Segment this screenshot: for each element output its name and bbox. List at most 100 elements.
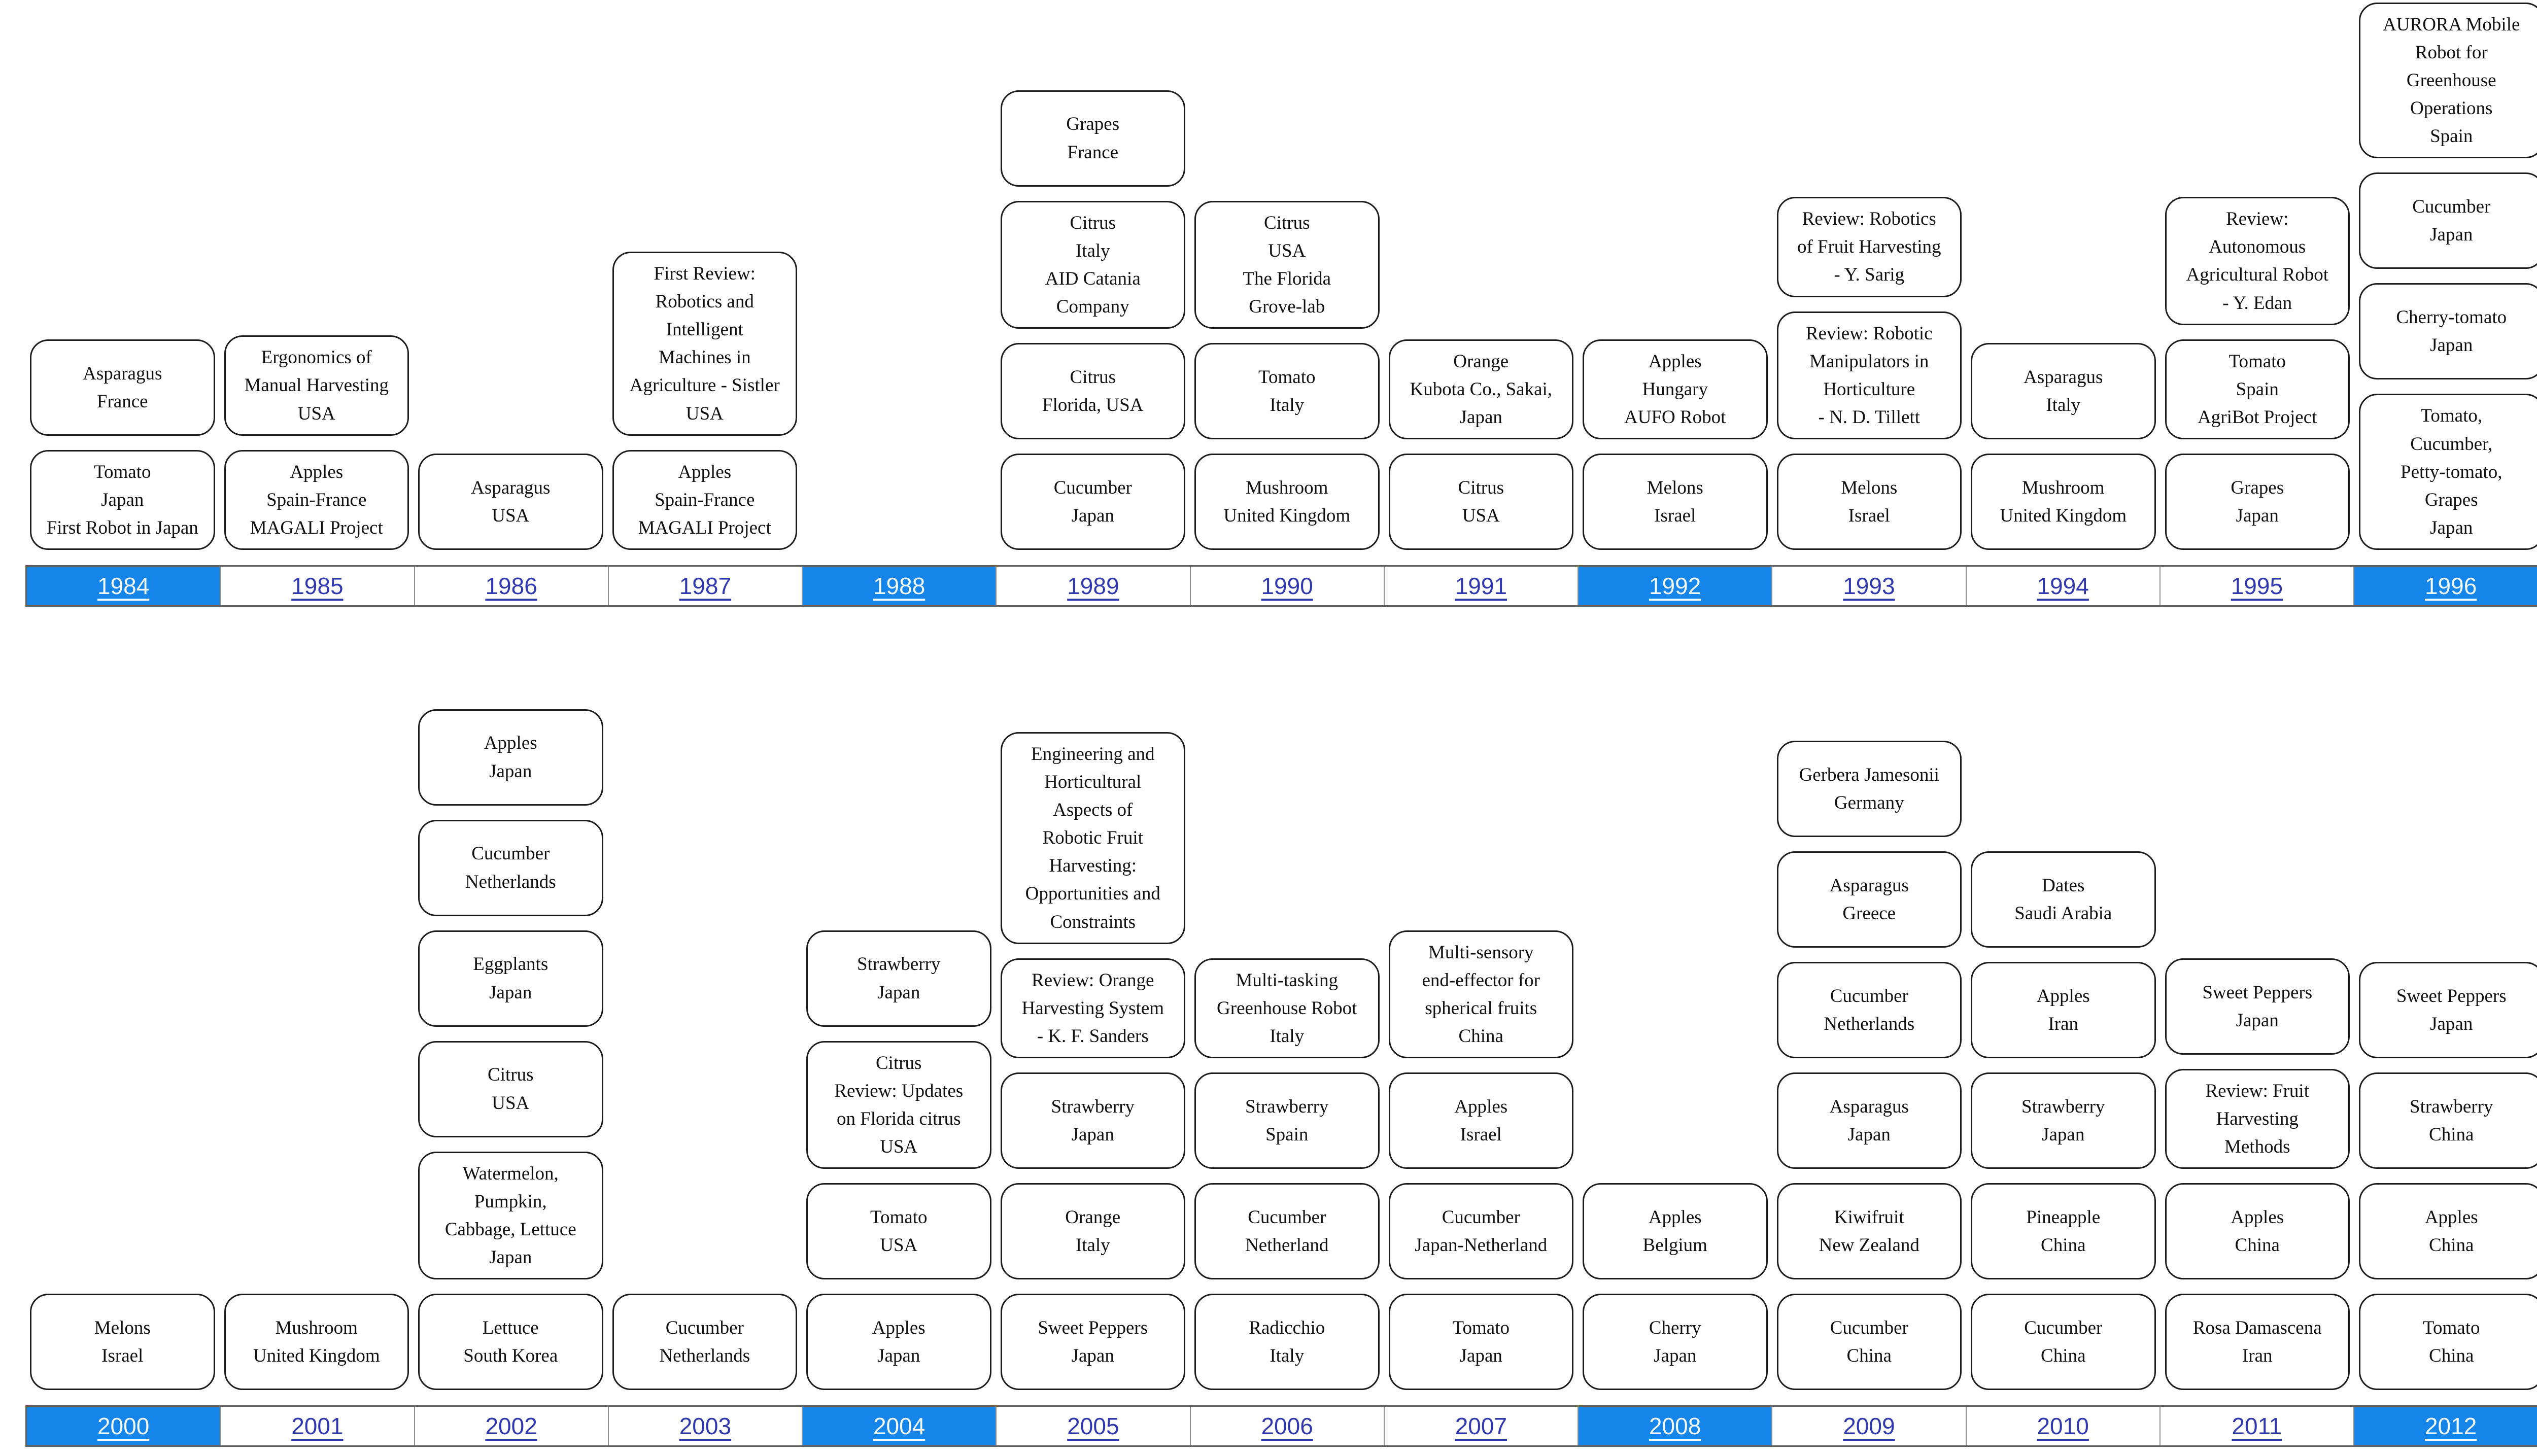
year-cell-2001[interactable]: 2001 xyxy=(220,1407,414,1445)
event-box: Tomato China xyxy=(2359,1294,2537,1390)
year-bar-bottom: 2000 2001 2002 2003 2004 2005 2006 2007 2008 2009… xyxy=(25,1405,2537,1447)
year-cell-2009[interactable]: 2009 xyxy=(1771,1407,1966,1445)
event-box: Tomato Italy xyxy=(1194,343,1380,439)
year-label: 2004 xyxy=(873,1413,925,1439)
event-box: Asparagus France xyxy=(30,339,215,436)
year-cell-1988[interactable]: 1988 xyxy=(802,567,996,605)
event-box: Pineapple China xyxy=(1971,1183,2156,1279)
event-box: Strawberry Japan xyxy=(1000,1072,1185,1169)
event-box: Radicchio Italy xyxy=(1194,1294,1380,1390)
year-cell-2010[interactable]: 2010 xyxy=(1965,1407,2159,1445)
year-column-2003: Cucumber Netherlands xyxy=(608,607,802,1405)
year-cell-1991[interactable]: 1991 xyxy=(1383,567,1578,605)
event-box: Citrus Florida, USA xyxy=(1000,343,1185,439)
year-label: 1985 xyxy=(291,573,344,599)
year-cell-1989[interactable]: 1989 xyxy=(996,567,1190,605)
event-box: Cucumber Netherlands xyxy=(1776,962,1962,1058)
year-cell-1987[interactable]: 1987 xyxy=(607,567,802,605)
year-label: 2000 xyxy=(97,1413,150,1439)
year-label: 2007 xyxy=(1455,1413,1507,1439)
event-box: Citrus USA xyxy=(1388,454,1573,550)
event-box: AURORA Mobile Robot for Greenhouse Opera… xyxy=(2359,2,2537,159)
year-label: 2001 xyxy=(291,1413,344,1439)
year-cell-2006[interactable]: 2006 xyxy=(1189,1407,1384,1445)
year-label: 2010 xyxy=(2037,1413,2089,1439)
year-cell-1994[interactable]: 1994 xyxy=(1965,567,2159,605)
year-cell-2008[interactable]: 2008 xyxy=(1578,1407,1772,1445)
event-box: Strawberry Japan xyxy=(1971,1072,2156,1169)
year-cell-2005[interactable]: 2005 xyxy=(996,1407,1190,1445)
event-box: Rosa Damascena Iran xyxy=(2165,1294,2350,1390)
year-cell-2004[interactable]: 2004 xyxy=(802,1407,996,1445)
event-box: Asparagus Italy xyxy=(1971,343,2156,439)
event-box: Asparagus USA xyxy=(418,454,603,550)
event-box: Cucumber Netherlands xyxy=(612,1294,797,1390)
year-label: 1984 xyxy=(97,573,150,599)
year-label: 1988 xyxy=(873,573,925,599)
event-box: Tomato Japan First Robot in Japan xyxy=(30,449,215,550)
event-box: Review: Robotics of Fruit Harvesting - Y… xyxy=(1776,197,1962,297)
year-cell-1985[interactable]: 1985 xyxy=(220,567,414,605)
event-box: Review: Autonomous Agricultural Robot - … xyxy=(2165,197,2350,325)
year-cell-2002[interactable]: 2002 xyxy=(414,1407,608,1445)
year-cell-2003[interactable]: 2003 xyxy=(607,1407,802,1445)
event-box: Apples Spain-France MAGALI Project xyxy=(612,449,797,550)
year-cell-1984[interactable]: 1984 xyxy=(27,567,220,605)
event-box: Cucumber China xyxy=(1776,1294,1962,1390)
event-box: Strawberry Japan xyxy=(806,930,991,1027)
year-label: 2002 xyxy=(485,1413,537,1439)
event-box: Orange Kubota Co., Sakai, Japan xyxy=(1388,339,1573,439)
event-box: Apples Japan xyxy=(806,1294,991,1390)
event-box: Gerbera Jamesonii Germany xyxy=(1776,741,1962,837)
event-box: Sweet Peppers Japan xyxy=(2165,958,2350,1055)
year-cell-1986[interactable]: 1986 xyxy=(414,567,608,605)
year-cell-2007[interactable]: 2007 xyxy=(1383,1407,1578,1445)
year-cell-1992[interactable]: 1992 xyxy=(1578,567,1772,605)
event-box: Multi-sensory end-effector for spherical… xyxy=(1388,930,1573,1058)
year-cell-1995[interactable]: 1995 xyxy=(2159,567,2353,605)
event-box: Cucumber China xyxy=(1971,1294,2156,1390)
year-cell-2011[interactable]: 2011 xyxy=(2159,1407,2353,1445)
year-cell-2000[interactable]: 2000 xyxy=(27,1407,220,1445)
year-cell-1996[interactable]: 1996 xyxy=(2353,567,2537,605)
event-box: Grapes France xyxy=(1000,90,1185,187)
event-box: Apples Japan xyxy=(418,709,603,806)
event-box: Kiwifruit New Zealand xyxy=(1776,1183,1962,1279)
year-column-1987: First Review: Robotics and Intelligent M… xyxy=(608,0,802,565)
year-label: 2011 xyxy=(2232,1413,2282,1439)
event-box: First Review: Robotics and Intelligent M… xyxy=(612,251,797,436)
event-box: Mushroom United Kingdom xyxy=(224,1294,409,1390)
event-box: Tomato, Cucumber, Petty-tomato, Grapes J… xyxy=(2359,394,2537,550)
event-box: Grapes Japan xyxy=(2165,454,2350,550)
year-cell-1990[interactable]: 1990 xyxy=(1189,567,1384,605)
event-box: Melons Israel xyxy=(30,1294,215,1390)
event-box: Apples China xyxy=(2165,1183,2350,1279)
event-box: Engineering and Horticultural Aspects of… xyxy=(1000,732,1185,944)
event-box: Review: Orange Harvesting System - K. F.… xyxy=(1000,958,1185,1058)
event-box: Sweet Peppers Japan xyxy=(2359,962,2537,1058)
year-label: 1995 xyxy=(2231,573,2283,599)
event-box: Apples Belgium xyxy=(1583,1183,1768,1279)
year-cell-2012[interactable]: 2012 xyxy=(2353,1407,2537,1445)
year-label: 2005 xyxy=(1067,1413,1119,1439)
year-label: 2008 xyxy=(1649,1413,1701,1439)
event-box: Apples Iran xyxy=(1971,962,2156,1058)
year-label: 1990 xyxy=(1261,573,1313,599)
bottom-margin xyxy=(0,1447,2537,1456)
event-box: Apples Israel xyxy=(1388,1072,1573,1169)
event-box: Strawberry China xyxy=(2359,1072,2537,1169)
event-box: Apples Spain-France MAGALI Project xyxy=(224,449,409,550)
event-box: Review: Fruit Harvesting Methods xyxy=(2165,1068,2350,1169)
year-label: 1987 xyxy=(679,573,732,599)
event-box: Lettuce South Korea xyxy=(418,1294,603,1390)
year-cell-1993[interactable]: 1993 xyxy=(1771,567,1966,605)
